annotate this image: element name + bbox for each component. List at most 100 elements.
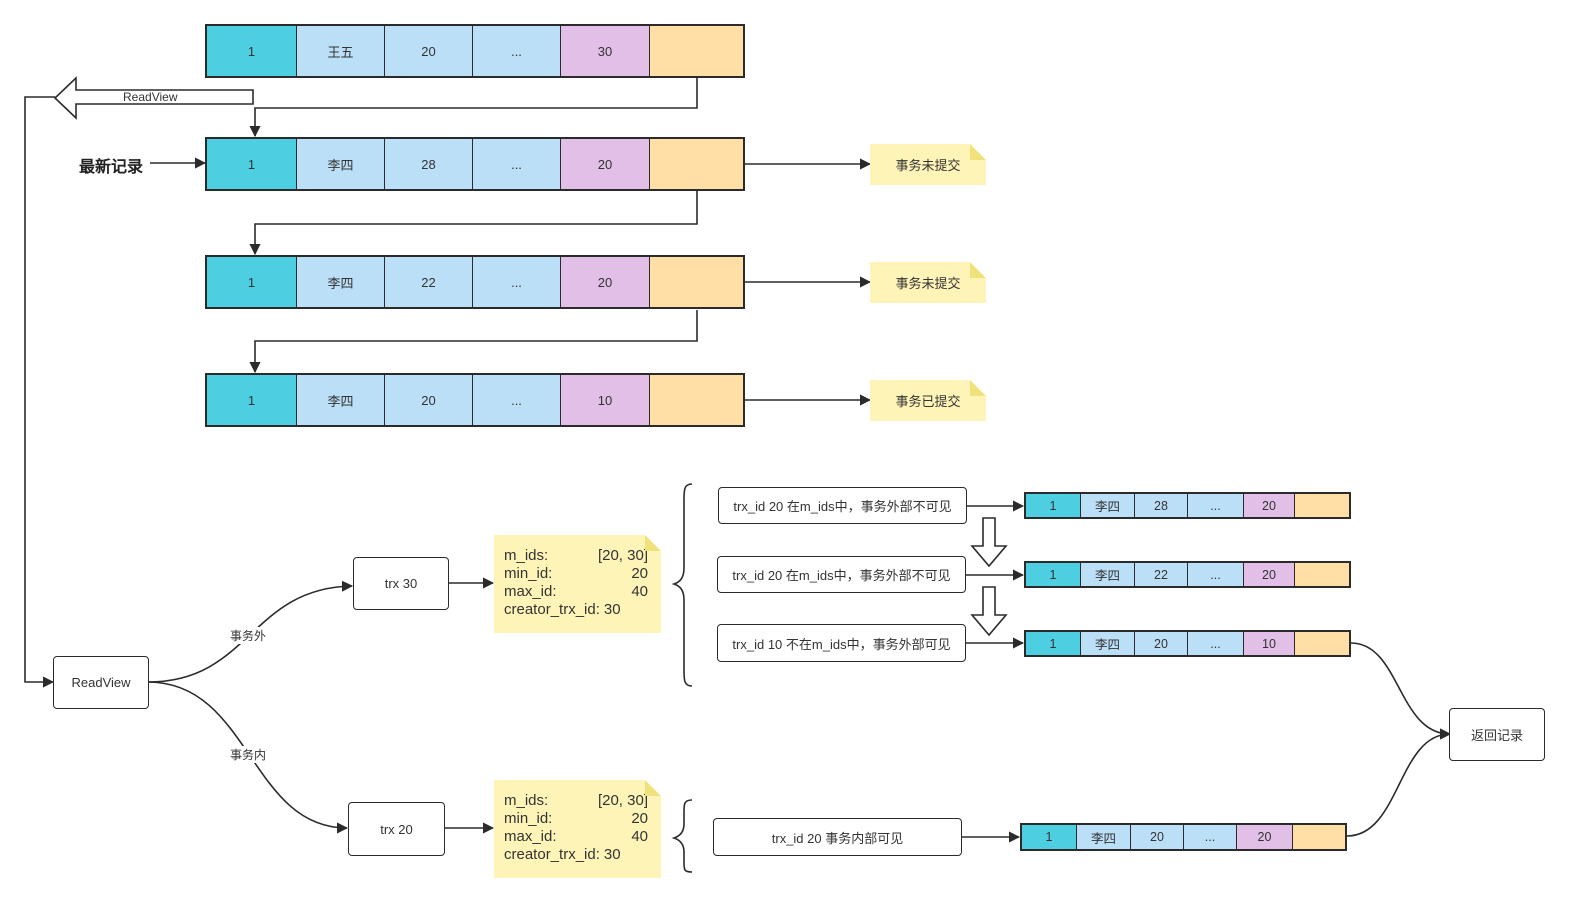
cell-trx-id: 10: [1244, 632, 1295, 655]
cell-age: 20: [385, 375, 473, 425]
chain-link-1: [249, 78, 698, 138]
check-box-1: trx_id 20 在m_ids中，事务外部不可见: [718, 487, 967, 524]
cell-id: 1: [1026, 632, 1081, 655]
cell-roll-ptr: [650, 375, 743, 425]
visible-check-row-2: 1 李四 22 ... 20: [1024, 561, 1351, 588]
rv-value: 20: [631, 565, 648, 582]
cell-id: 1: [1026, 494, 1081, 517]
check-box-3: trx_id 10 不在m_ids中，事务外部可见: [717, 624, 966, 662]
readview-note-inside: m_ids: [20, 30] min_id: 20 max_id: 40 creat…: [494, 780, 661, 878]
brace-inside: [671, 799, 693, 873]
cell-age: 20: [1131, 825, 1184, 849]
cell-trx-id: 20: [1244, 563, 1295, 586]
cell-ellipsis: ...: [1188, 632, 1244, 655]
cell-name: 李四: [1081, 632, 1135, 655]
rv-key: m_ids:: [504, 547, 549, 564]
rv-value: 40: [631, 828, 648, 845]
cell-roll-ptr: [1295, 563, 1349, 586]
rv-line: m_ids: [20, 30]: [504, 792, 661, 810]
cell-roll-ptr: [650, 26, 743, 76]
chain-link-3: [249, 310, 698, 374]
brace-outside: [671, 483, 693, 687]
rv-line: max_id: 40: [504, 828, 661, 846]
cell-trx-id: 20: [1244, 494, 1295, 517]
cell-age: 28: [385, 139, 473, 189]
cell-ellipsis: ...: [473, 139, 561, 189]
version-row-1: 1 王五 20 ... 30: [205, 24, 745, 78]
cell-name: 李四: [1081, 563, 1135, 586]
check-box-4: trx_id 20 事务内部可见: [713, 818, 962, 856]
cell-age: 22: [1135, 563, 1188, 586]
cell-roll-ptr: [1295, 494, 1349, 517]
cell-name: 李四: [297, 257, 385, 307]
status-note-3: 事务已提交: [870, 380, 986, 421]
cell-age: 28: [1135, 494, 1188, 517]
rv-value: 20: [631, 810, 648, 827]
cell-trx-id: 20: [561, 139, 650, 189]
rv-value: [20, 30]: [597, 547, 648, 564]
trx30-box: trx 30: [353, 557, 449, 610]
cell-roll-ptr: [1293, 825, 1345, 849]
rv-line: creator_trx_id:30: [504, 846, 661, 864]
visible-check-row-inside: 1 李四 20 ... 20: [1020, 823, 1347, 851]
rv-key: max_id:: [504, 828, 557, 845]
cell-id: 1: [207, 375, 297, 425]
rv-value: 40: [631, 583, 648, 600]
rv-key: min_id:: [504, 810, 553, 827]
version-row-3: 1 李四 22 ... 20: [205, 255, 745, 309]
cell-name: 李四: [297, 139, 385, 189]
version-row-4: 1 李四 20 ... 10: [205, 373, 745, 427]
cell-trx-id: 10: [561, 375, 650, 425]
trx20-box: trx 20: [348, 802, 445, 856]
branch-inside-label: 事务内: [230, 746, 267, 763]
cell-id: 1: [1026, 563, 1081, 586]
return-curve-2: [1346, 728, 1452, 837]
readview-arrow-label: ReadView: [123, 90, 178, 104]
cell-name: 李四: [1077, 825, 1131, 849]
cell-ellipsis: ...: [1188, 563, 1244, 586]
cell-name: 李四: [1081, 494, 1135, 517]
readview-note-outside: m_ids: [20, 30] min_id: 20 max_id:40 creat…: [494, 535, 661, 633]
readview-loop: [24, 96, 55, 688]
status-note-2: 事务未提交: [870, 262, 986, 303]
return-record-box: 返回记录: [1449, 708, 1545, 761]
cell-ellipsis: ...: [1184, 825, 1237, 849]
rv-value: 30: [603, 601, 621, 618]
cell-ellipsis: ...: [473, 26, 561, 76]
rv-key: m_ids:: [504, 792, 549, 809]
readview-box: ReadView: [53, 656, 149, 709]
visible-check-row-3: 1 李四 20 ... 10: [1024, 630, 1351, 657]
cell-roll-ptr: [1295, 632, 1349, 655]
cell-id: 1: [1022, 825, 1077, 849]
cell-age: 20: [385, 26, 473, 76]
rv-value: [20, 30]: [597, 792, 648, 809]
cell-age: 22: [385, 257, 473, 307]
down-hollow-arrow-2: [970, 586, 1008, 637]
cell-ellipsis: ...: [473, 257, 561, 307]
rv-line: creator_trx_id:30: [504, 601, 661, 619]
rv-value: 30: [603, 846, 621, 863]
rv-line: min_id: 20: [504, 810, 661, 828]
cell-trx-id: 30: [561, 26, 650, 76]
cell-ellipsis: ...: [1188, 494, 1244, 517]
cell-id: 1: [207, 26, 297, 76]
down-hollow-arrow-1: [970, 517, 1008, 568]
status-note-1: 事务未提交: [870, 144, 986, 185]
readview-hollow-arrow: [53, 76, 254, 120]
cell-trx-id: 20: [561, 257, 650, 307]
cell-id: 1: [207, 257, 297, 307]
return-curve-1: [1350, 642, 1452, 740]
rv-key: creator_trx_id:: [504, 601, 600, 618]
rv-line: max_id:40: [504, 583, 661, 601]
version-row-2: 1 李四 28 ... 20: [205, 137, 745, 191]
latest-record-label: 最新记录: [79, 159, 144, 176]
cell-roll-ptr: [650, 139, 743, 189]
cell-trx-id: 20: [1237, 825, 1293, 849]
visible-check-row-1: 1 李四 28 ... 20: [1024, 492, 1351, 519]
branch-outside-label: 事务外: [230, 627, 267, 644]
rv-line: m_ids: [20, 30]: [504, 547, 661, 565]
cell-roll-ptr: [650, 257, 743, 307]
rv-key: min_id:: [504, 565, 553, 582]
cell-age: 20: [1135, 632, 1188, 655]
